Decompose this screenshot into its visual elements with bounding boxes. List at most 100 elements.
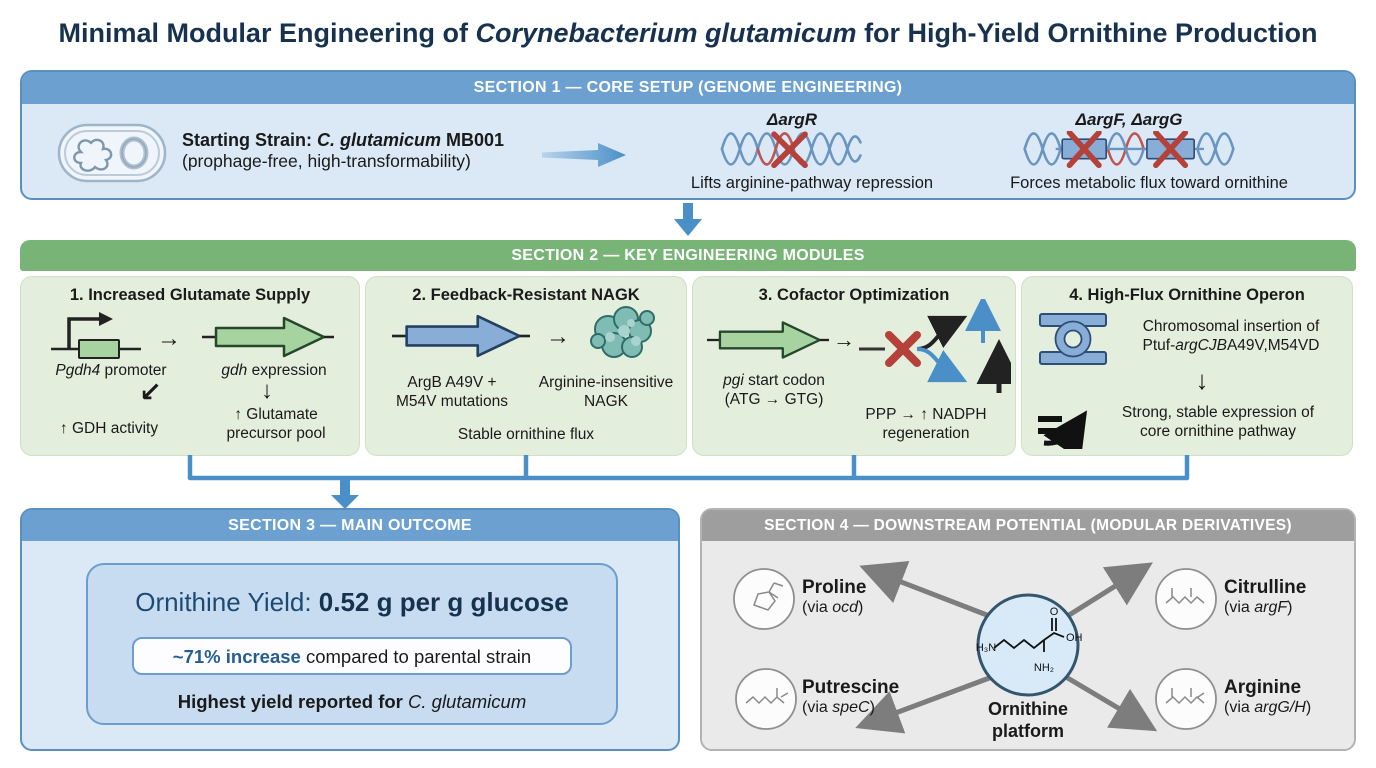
section-4-banner: SECTION 4 — DOWNSTREAM POTENTIAL (MODULA… bbox=[702, 510, 1354, 541]
flow-arrow-icon bbox=[542, 142, 627, 168]
expression-line2: core ornithine pathway bbox=[1140, 423, 1296, 441]
expression-line1: Strong, stable expression of bbox=[1121, 404, 1315, 421]
argB-mutations-line1: ArgB A49V + bbox=[407, 374, 497, 391]
oh-label: OH bbox=[1066, 632, 1083, 644]
module-3-title: 3. Cofactor Optimization bbox=[758, 286, 950, 304]
citrulline-name: Citrulline bbox=[1224, 577, 1307, 598]
promoter-label-rest: promoter bbox=[100, 362, 167, 379]
arginine-structure-icon bbox=[1155, 668, 1217, 730]
gdh-expression-label: gdh expression bbox=[199, 361, 349, 380]
promoter-icon bbox=[49, 307, 144, 363]
proline-label: Proline (via ocd) bbox=[802, 577, 866, 617]
down-left-arrow-icon: ↙ bbox=[139, 377, 162, 407]
down-arrow-icon: ↓ bbox=[1195, 365, 1209, 395]
strain-species: C. glutamicum bbox=[317, 130, 442, 150]
pgi-label-rest: start codon bbox=[743, 372, 825, 389]
title-species: Corynebacterium glutamicum bbox=[475, 18, 857, 48]
section-3-main-outcome: SECTION 3 — MAIN OUTCOME Ornithine Yield… bbox=[20, 508, 680, 751]
arginine-label: Arginine (via argG/H) bbox=[1224, 677, 1311, 717]
section-3-body: Ornithine Yield: 0.52 g per g glucose ~7… bbox=[22, 541, 678, 747]
yield-headline: Ornithine Yield: 0.52 g per g glucose bbox=[88, 587, 616, 618]
gdh-label-rest: expression bbox=[247, 362, 327, 379]
module-4-title: 4. High-Flux Ornithine Operon bbox=[1069, 286, 1305, 304]
citrulline-via: (via argF) bbox=[1224, 599, 1293, 616]
glutamate-pool-line2: precursor pool bbox=[226, 425, 326, 443]
flux-branch-icon bbox=[859, 299, 1011, 401]
title-pre: Minimal Modular Engineering of bbox=[58, 18, 476, 48]
yield-label: Ornithine Yield: bbox=[135, 587, 319, 617]
putrescine-structure-icon bbox=[735, 668, 797, 730]
argFG-knockout-label: ΔargF, ΔargG bbox=[1075, 110, 1183, 129]
dna-argR-crossed-icon bbox=[704, 131, 880, 175]
promoter-label-italic: Pgdh4 bbox=[55, 362, 101, 379]
h3n-label: H₃N bbox=[976, 642, 996, 654]
section-4-body: H₃N NH₂ O OH Proline (via ocd) Citrullin… bbox=[702, 541, 1354, 747]
citrulline-structure-icon bbox=[1155, 568, 1217, 630]
yield-value: 0.52 g per g glucose bbox=[318, 587, 569, 617]
starting-strain-text: Starting Strain: C. glutamicum MB001 (pr… bbox=[182, 130, 532, 172]
section-1-banner: SECTION 1 — CORE SETUP (GENOME ENGINEERI… bbox=[22, 72, 1354, 104]
dna-argFG-crossed-icon bbox=[999, 131, 1259, 175]
argB-mutations-line2: M54V mutations bbox=[396, 393, 508, 411]
ornithine-molecule-icon: H₃N NH₂ O OH bbox=[976, 593, 1083, 697]
ornithine-platform-line1: Ornithine bbox=[988, 699, 1068, 719]
putrescine-name: Putrescine bbox=[802, 677, 900, 698]
gdh-activity-outcome: ↑ GDH activity bbox=[59, 420, 159, 437]
ornithine-platform-line2: platform bbox=[992, 720, 1064, 741]
stable-flux-outcome: Stable ornithine flux bbox=[457, 426, 595, 443]
bacterial-cell-icon bbox=[57, 121, 167, 185]
citrulline-label: Citrulline (via argF) bbox=[1224, 577, 1306, 617]
arginine-insensitive-label: Arginine-insensitive NAGK bbox=[530, 373, 682, 412]
nadph-outcome-line1: PPP → ↑ NADPH bbox=[865, 406, 987, 423]
proline-via: (via ocd) bbox=[802, 599, 864, 616]
pgi-start-codon-label: pgi start codon (ATG → GTG) bbox=[699, 371, 849, 410]
argB-mutations-label: ArgB A49V + M54V mutations bbox=[372, 373, 532, 412]
nagk-protein-icon bbox=[584, 303, 660, 365]
promoter-label: Pgdh4 promoter bbox=[31, 361, 191, 380]
gdh-gene-arrow-icon bbox=[193, 315, 343, 359]
highest-yield-note: Highest yield reported for C. glutamicum bbox=[88, 691, 616, 713]
putrescine-label: Putrescine (via speC) bbox=[802, 677, 899, 717]
section-1-body: Starting Strain: C. glutamicum MB001 (pr… bbox=[22, 104, 1354, 198]
strain-subtitle: (prophage-free, high-transformability) bbox=[182, 151, 471, 171]
ornithine-platform-label: Ornithine platform bbox=[958, 699, 1098, 742]
down-arrow-icon: ↓ bbox=[261, 377, 273, 404]
pgi-label-italic: pgi bbox=[723, 372, 744, 389]
proline-name: Proline bbox=[802, 577, 867, 598]
insertion-post: A49V,M54VD bbox=[1226, 337, 1320, 355]
nadph-outcome-label: PPP → ↑ NADPH regeneration bbox=[841, 405, 1011, 444]
putrescine-via: (via speC) bbox=[802, 699, 875, 716]
outcome-box: Ornithine Yield: 0.52 g per g glucose ~7… bbox=[86, 563, 618, 725]
increase-rest: compared to parental strain bbox=[300, 646, 532, 667]
glutamate-pool-outcome: ↑ Glutamate precursor pool bbox=[201, 405, 351, 444]
derivatives-network-graphic: H₃N NH₂ O OH bbox=[733, 561, 1217, 734]
section-4-downstream-potential: SECTION 4 — DOWNSTREAM POTENTIAL (MODULA… bbox=[700, 508, 1356, 751]
strain-label-post: MB001 bbox=[441, 130, 505, 150]
page-title: Minimal Modular Engineering of Corynebac… bbox=[0, 18, 1376, 49]
insertion-italic: argCJB bbox=[1175, 337, 1227, 355]
arginine-name: Arginine bbox=[1224, 677, 1302, 698]
right-arrow-icon: → bbox=[157, 325, 181, 352]
nadph-outcome-line2: regeneration bbox=[882, 425, 970, 443]
title-post: for High-Yield Ornithine Production bbox=[856, 18, 1318, 48]
argR-knockout-caption: Lifts arginine-pathway repression bbox=[690, 174, 934, 192]
strain-label-pre: Starting Strain: bbox=[182, 130, 318, 150]
argR-knockout-label: ΔargR bbox=[766, 110, 818, 129]
gdh-label-italic: gdh bbox=[221, 362, 248, 379]
right-arrow-icon: → bbox=[833, 327, 855, 352]
argB-gene-arrow-icon bbox=[386, 313, 536, 359]
chromosome-insertion-icon bbox=[1038, 311, 1108, 367]
arginine-insensitive-line2: NAGK bbox=[584, 393, 628, 411]
module-2-card: 2. Feedback-Resistant NAGK → bbox=[365, 276, 687, 456]
section1-to-section2-arrow-icon bbox=[673, 203, 703, 237]
chromosomal-insertion-label: Chromosomal insertion of Ptuf-argCJBA49V… bbox=[1112, 317, 1350, 356]
section-3-banner: SECTION 3 — MAIN OUTCOME bbox=[22, 510, 678, 541]
module-3-card: 3. Cofactor Optimization → bbox=[692, 276, 1016, 456]
modules-to-outcome-connector bbox=[0, 455, 1376, 510]
right-arrow-icon: → bbox=[546, 323, 570, 350]
glutamate-pool-line1: ↑ Glutamate bbox=[234, 406, 318, 423]
module-4-card: 4. High-Flux Ornithine Operon Chromosoma… bbox=[1021, 276, 1353, 456]
module-1-card: 1. Increased Glutamate Supply → Pgdh4 bbox=[20, 276, 360, 456]
arginine-via: (via argG/H) bbox=[1224, 699, 1312, 716]
